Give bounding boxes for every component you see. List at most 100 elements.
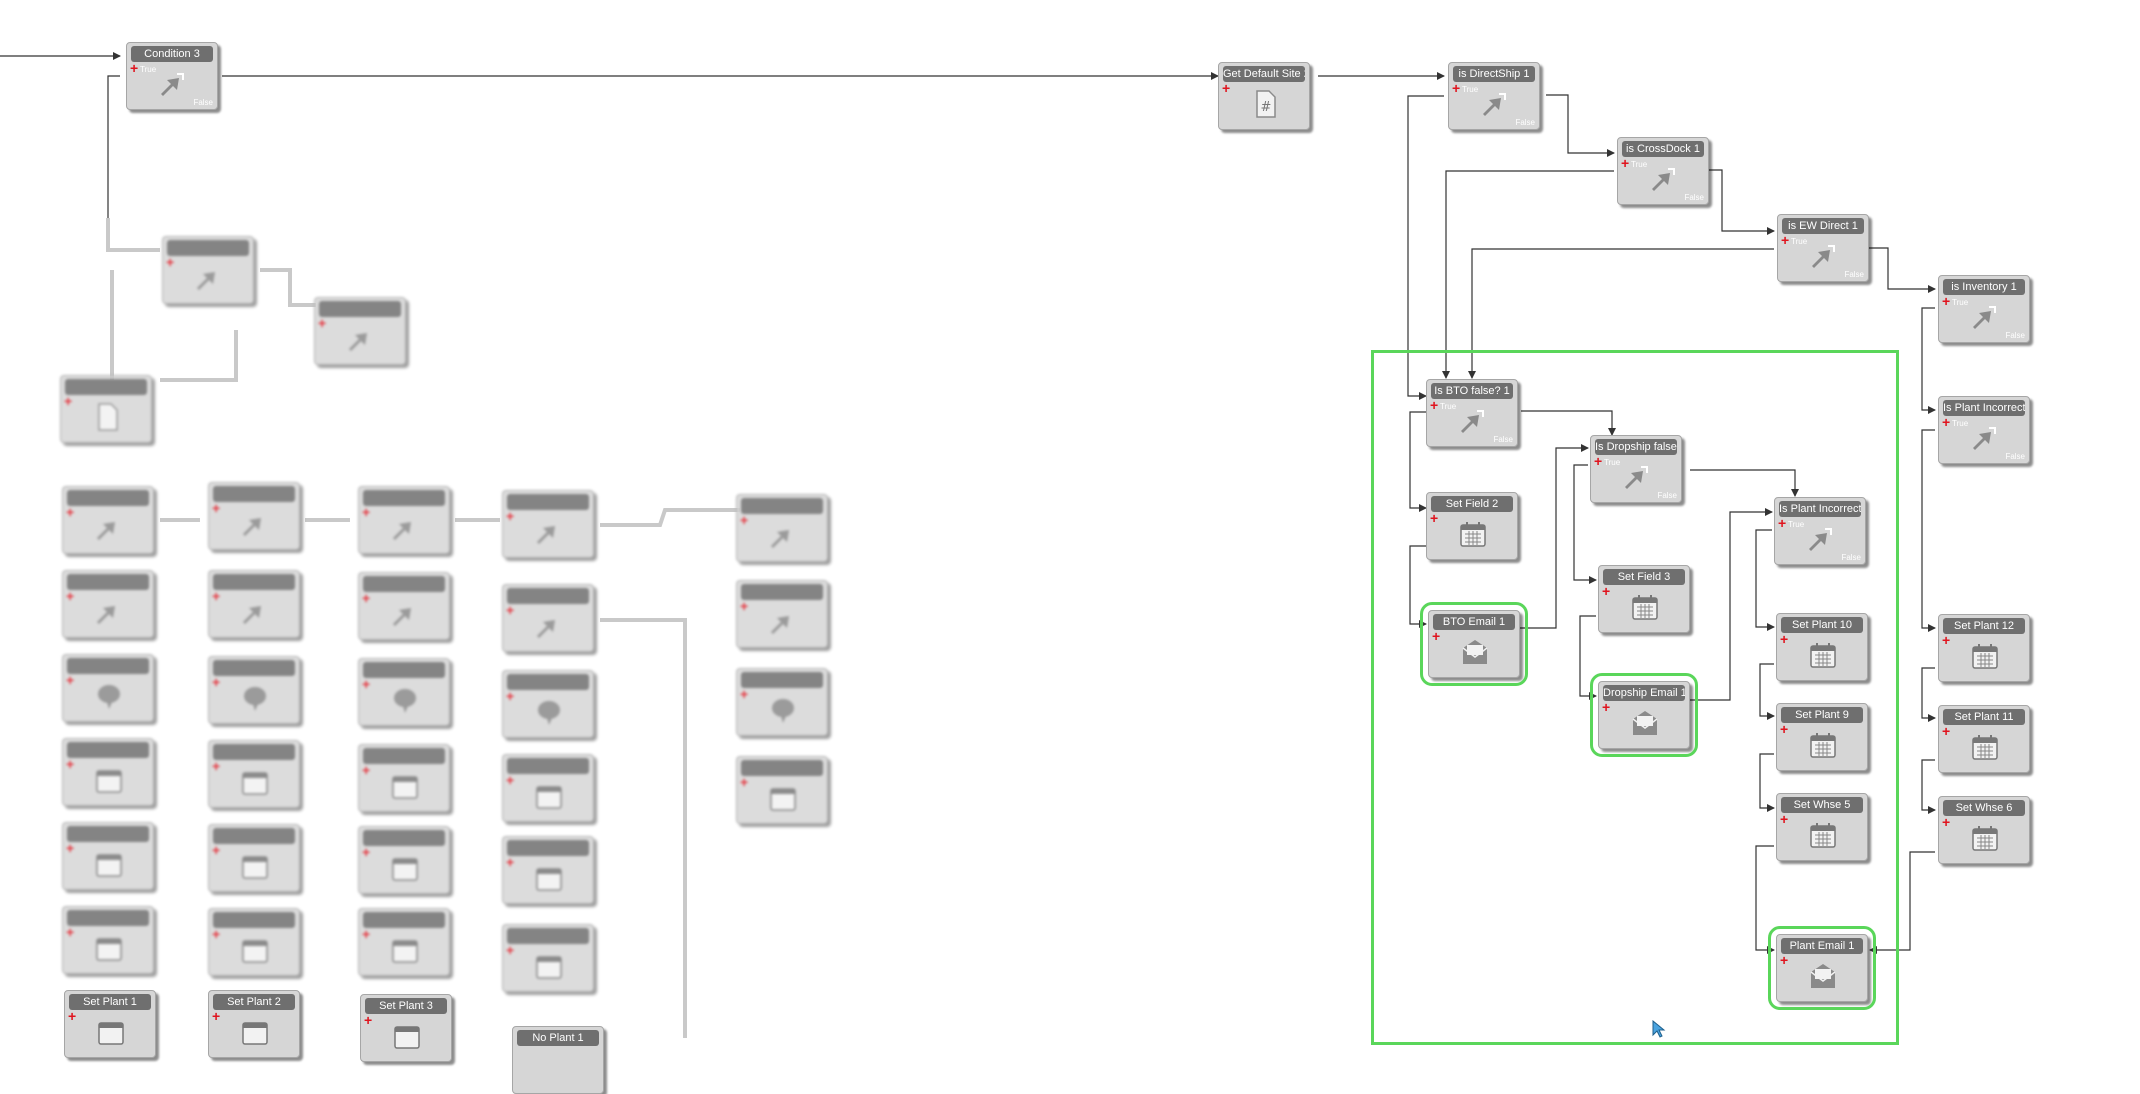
pencil-arrow-icon: [1625, 466, 1648, 489]
add-icon[interactable]: +: [1780, 952, 1789, 968]
set-field-node[interactable]: +: [208, 824, 300, 892]
set-plant-10-node[interactable]: Set Plant 10 +: [1776, 613, 1868, 681]
set-field-node[interactable]: +: [62, 738, 154, 806]
node-title: Is Plant Incorrect?: [1943, 400, 2025, 416]
set-field-node[interactable]: +: [736, 756, 828, 824]
set-plant-3-node[interactable]: Set Plant 3 +: [360, 994, 452, 1062]
pencil-arrow-icon: [243, 518, 261, 536]
is-bto-false-1-node[interactable]: Is BTO false? 1 + True False: [1426, 379, 1518, 447]
condition-node[interactable]: +: [162, 236, 254, 304]
node-title: [67, 658, 149, 674]
add-icon[interactable]: +: [1942, 293, 1951, 309]
is-crossdock-1-node[interactable]: is CrossDock 1 + True False: [1617, 137, 1709, 205]
add-icon[interactable]: +: [130, 60, 139, 76]
no-plant-1-node[interactable]: No Plant 1: [512, 1026, 604, 1094]
is-directship-1-node[interactable]: is DirectShip 1 + True False: [1448, 62, 1540, 130]
node-title: Set Whse 6: [1943, 800, 2025, 816]
condition-node[interactable]: +: [502, 584, 594, 652]
is-dropship-false-node[interactable]: Is Dropship false? + True False: [1590, 435, 1682, 503]
is-ew-direct-1-node[interactable]: is EW Direct 1 + True False: [1777, 214, 1869, 282]
add-icon[interactable]: +: [1594, 453, 1603, 469]
condition-node[interactable]: +: [314, 297, 406, 365]
add-icon[interactable]: +: [1778, 515, 1787, 531]
add-icon[interactable]: +: [1430, 510, 1439, 526]
set-plant-11-node[interactable]: Set Plant 11 +: [1938, 705, 2030, 773]
set-field-3-node[interactable]: Set Field 3 +: [1598, 565, 1690, 633]
set-field-node[interactable]: +: [358, 744, 450, 812]
set-plant-9-node[interactable]: Set Plant 9 +: [1776, 703, 1868, 771]
formula-node[interactable]: +: [60, 375, 152, 443]
add-icon[interactable]: +: [1942, 723, 1951, 739]
message-node[interactable]: +: [358, 658, 450, 726]
set-plant-1-node[interactable]: Set Plant 1 +: [64, 990, 156, 1058]
add-icon[interactable]: +: [1430, 397, 1439, 413]
message-node[interactable]: +: [62, 654, 154, 722]
condition-node[interactable]: +: [208, 570, 300, 638]
add-icon: +: [212, 758, 221, 774]
add-icon[interactable]: +: [1621, 155, 1630, 171]
set-field-node[interactable]: +: [208, 908, 300, 976]
message-node[interactable]: +: [502, 670, 594, 738]
is-plant-incorrect-mid-node[interactable]: Is Plant Incorrect? + True False: [1774, 497, 1866, 565]
node-title: [67, 910, 149, 926]
add-icon: +: [362, 926, 371, 942]
set-whse-5-node[interactable]: Set Whse 5 +: [1776, 793, 1868, 861]
pencil-arrow-icon: [537, 526, 555, 544]
condition-node[interactable]: +: [502, 490, 594, 558]
node-title: [67, 574, 149, 590]
add-icon[interactable]: +: [1602, 583, 1611, 599]
add-icon[interactable]: +: [1942, 632, 1951, 648]
add-icon[interactable]: +: [1602, 699, 1611, 715]
set-plant-2-node[interactable]: Set Plant 2 +: [208, 990, 300, 1058]
false-label: False: [1657, 491, 1677, 500]
add-icon[interactable]: +: [68, 1008, 77, 1024]
condition-node[interactable]: +: [358, 572, 450, 640]
add-icon: +: [166, 254, 175, 270]
add-icon[interactable]: +: [1780, 811, 1789, 827]
node-title: Condition 3: [131, 46, 213, 62]
pencil-arrow-icon: [1652, 168, 1675, 191]
node-title: [507, 674, 589, 690]
is-inventory-1-node[interactable]: is Inventory 1 + True False: [1938, 275, 2030, 343]
condition-node[interactable]: +: [208, 482, 300, 550]
condition-node[interactable]: +: [736, 580, 828, 648]
add-icon[interactable]: +: [364, 1012, 373, 1028]
set-field-node[interactable]: +: [502, 836, 594, 904]
node-title: Set Plant 10: [1781, 617, 1863, 633]
set-field-node[interactable]: +: [62, 822, 154, 890]
set-whse-6-node[interactable]: Set Whse 6 +: [1938, 796, 2030, 864]
is-plant-incorrect-right-node[interactable]: Is Plant Incorrect? + True False: [1938, 396, 2030, 464]
condition-3-node[interactable]: Condition 3 + True False: [126, 42, 218, 110]
set-field-node[interactable]: +: [358, 826, 450, 894]
add-icon[interactable]: +: [1222, 80, 1231, 96]
pencil-arrow-icon: [537, 620, 555, 638]
set-field-node[interactable]: +: [62, 906, 154, 974]
condition-node[interactable]: +: [62, 570, 154, 638]
bto-email-1-node[interactable]: BTO Email 1 +: [1420, 602, 1528, 686]
message-node[interactable]: +: [208, 656, 300, 724]
add-icon[interactable]: +: [1942, 414, 1951, 430]
add-icon[interactable]: +: [1432, 628, 1441, 644]
condition-node[interactable]: +: [62, 486, 154, 554]
set-field-2-node[interactable]: Set Field 2 +: [1426, 492, 1518, 560]
add-icon[interactable]: +: [1781, 232, 1790, 248]
dropship-email-1-node[interactable]: Dropship Email 1 +: [1590, 673, 1698, 757]
add-icon[interactable]: +: [1780, 631, 1789, 647]
add-icon[interactable]: +: [1780, 721, 1789, 737]
set-field-node[interactable]: +: [502, 924, 594, 992]
add-icon[interactable]: +: [1452, 80, 1461, 96]
message-node[interactable]: +: [736, 668, 828, 736]
set-field-node[interactable]: +: [502, 754, 594, 822]
plant-email-1-node[interactable]: Plant Email 1 +: [1768, 926, 1876, 1010]
get-default-site-2-node[interactable]: Get Default Site 2 + #: [1218, 62, 1310, 130]
add-icon[interactable]: +: [212, 1008, 221, 1024]
set-field-node[interactable]: +: [208, 740, 300, 808]
true-label: True: [1462, 85, 1479, 94]
condition-node[interactable]: +: [358, 486, 450, 554]
set-field-node[interactable]: +: [358, 908, 450, 976]
set-plant-12-node[interactable]: Set Plant 12 +: [1938, 614, 2030, 682]
add-icon[interactable]: +: [1942, 814, 1951, 830]
condition-node[interactable]: +: [736, 494, 828, 562]
node-title: Set Whse 5: [1781, 797, 1863, 813]
